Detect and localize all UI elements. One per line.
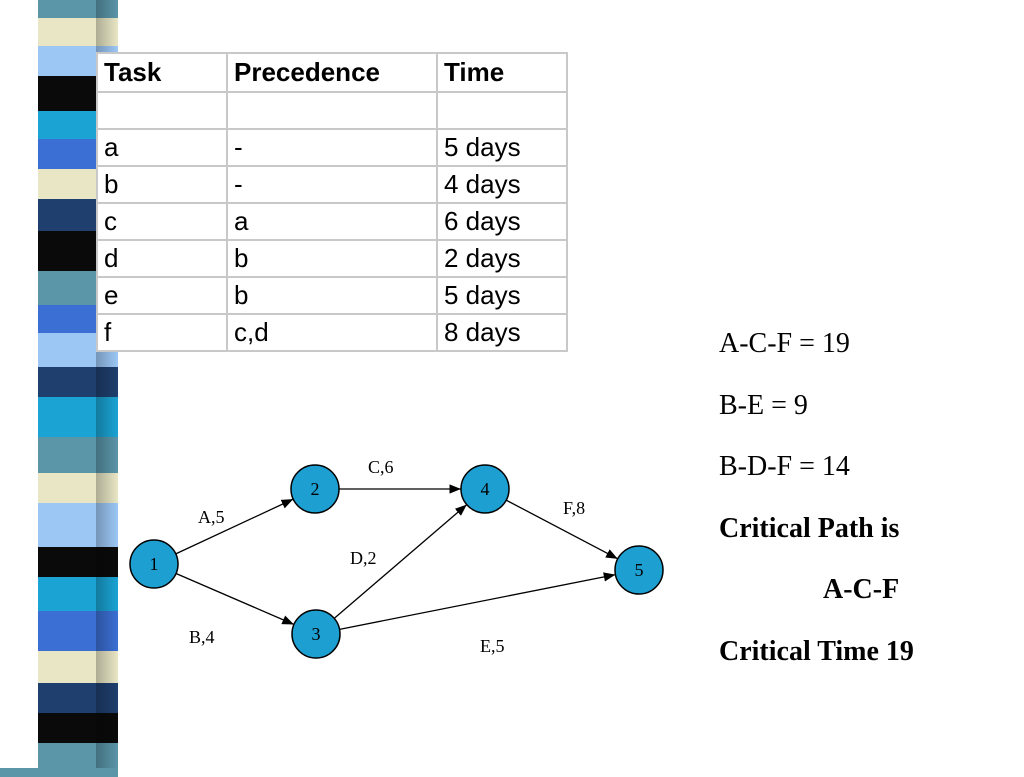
edge-arrow-1-3 xyxy=(175,572,295,626)
node-circle xyxy=(290,464,340,514)
node-circle xyxy=(291,609,341,659)
cell-precedence: b xyxy=(226,239,438,278)
cell-precedence: a xyxy=(226,202,438,241)
table-row: d b 2 days xyxy=(96,239,568,278)
edge-arrow-3-5 xyxy=(339,572,616,630)
header-task: Task xyxy=(96,52,228,93)
node-1: 1 xyxy=(129,539,179,589)
table-row: e b 5 days xyxy=(96,276,568,315)
cell-precedence xyxy=(226,91,438,130)
cell-time: 4 days xyxy=(436,165,568,204)
node-2: 2 xyxy=(290,464,340,514)
node-3: 3 xyxy=(291,609,341,659)
results-panel: A-C-F = 19 B-E = 9 B-D-F = 14 Critical P… xyxy=(719,322,914,691)
cell-time: 2 days xyxy=(436,239,568,278)
cell-task xyxy=(96,91,228,130)
cell-precedence: - xyxy=(226,165,438,204)
table-header-row: Task Precedence Time xyxy=(96,52,568,93)
cell-task: d xyxy=(96,239,228,278)
cell-precedence: b xyxy=(226,276,438,315)
node-label: 5 xyxy=(635,560,644,580)
edge-arrow-1-2 xyxy=(175,498,294,555)
table-row: f c,d 8 days xyxy=(96,313,568,352)
cell-task: f xyxy=(96,313,228,352)
node-circle xyxy=(614,545,664,595)
critical-time: Critical Time 19 xyxy=(719,635,914,667)
cell-task: e xyxy=(96,276,228,315)
table-row xyxy=(96,91,568,130)
table-row: c a 6 days xyxy=(96,202,568,241)
critical-path-value: A-C-F xyxy=(823,574,900,605)
node-label: 1 xyxy=(150,554,159,574)
path-sum-3: B-D-F = 14 xyxy=(719,451,850,482)
critical-path-label: Critical Path is xyxy=(719,512,900,544)
cell-precedence: - xyxy=(226,128,438,167)
cell-precedence: c,d xyxy=(226,313,438,352)
table-row: a - 5 days xyxy=(96,128,568,167)
node-4: 4 xyxy=(460,464,510,514)
path-sum-1: A-C-F = 19 xyxy=(719,328,850,359)
cell-task: c xyxy=(96,202,228,241)
node-label: 2 xyxy=(311,479,320,499)
header-precedence: Precedence xyxy=(226,52,438,93)
edge-label-4-5: F,8 xyxy=(563,498,585,518)
edge-label-3-4: D,2 xyxy=(350,548,377,568)
cell-task: a xyxy=(96,128,228,167)
edge-label-1-2: A,5 xyxy=(198,507,225,527)
cell-task: b xyxy=(96,165,228,204)
node-label: 3 xyxy=(312,624,321,644)
node-circle xyxy=(460,464,510,514)
edge-label-3-5: E,5 xyxy=(480,636,505,656)
cell-time xyxy=(436,91,568,130)
cell-time: 6 days xyxy=(436,202,568,241)
edge-arrow-3-4 xyxy=(333,504,468,619)
table-row: b - 4 days xyxy=(96,165,568,204)
task-table: Task Precedence Time a - 5 days b - 4 da… xyxy=(96,52,568,352)
cell-time: 5 days xyxy=(436,276,568,315)
stripe-margin xyxy=(0,0,38,768)
path-sum-2: B-E = 9 xyxy=(719,389,808,421)
node-5: 5 xyxy=(614,545,664,595)
node-label: 4 xyxy=(481,479,490,499)
cell-time: 8 days xyxy=(436,313,568,352)
edge-label-1-3: B,4 xyxy=(189,627,215,647)
edge-label-2-4: C,6 xyxy=(368,457,394,477)
cell-time: 5 days xyxy=(436,128,568,167)
edge-arrow-4-5 xyxy=(505,499,619,560)
node-circle xyxy=(129,539,179,589)
header-time: Time xyxy=(436,52,568,93)
